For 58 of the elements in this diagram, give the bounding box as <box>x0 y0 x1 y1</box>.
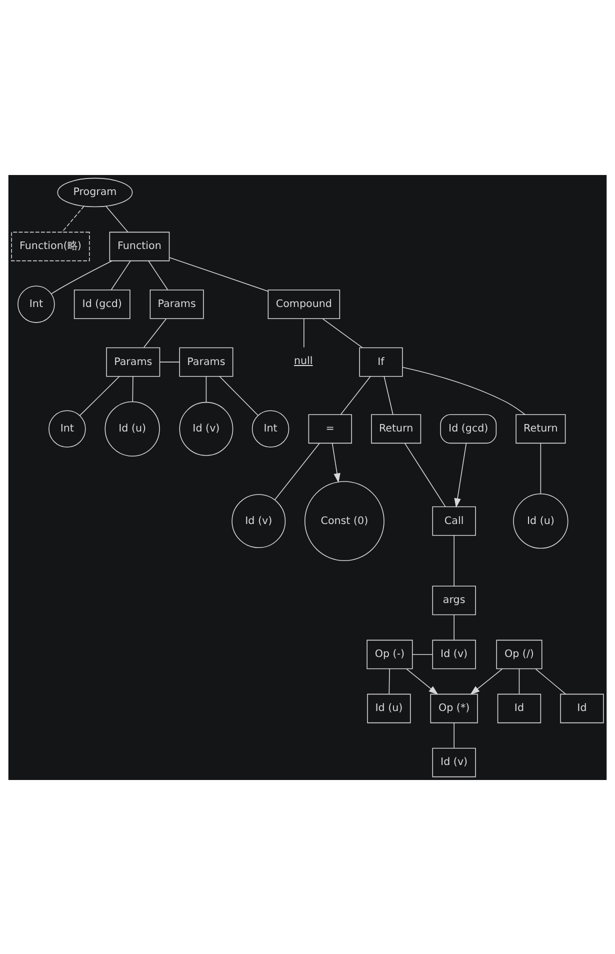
node-box: Compound <box>268 289 340 318</box>
connector <box>388 668 390 694</box>
node-box: Id (v) <box>432 747 476 777</box>
connector <box>110 260 131 290</box>
arrow <box>470 668 503 694</box>
connector <box>540 442 542 494</box>
connector <box>402 366 526 414</box>
node-circle: Id (v) <box>179 401 234 456</box>
node-box: Op (/) <box>496 639 542 669</box>
node-circle: Int <box>252 410 290 448</box>
connector <box>274 442 320 500</box>
node-ellipse: Program <box>57 177 133 207</box>
node-box: Params <box>179 346 234 376</box>
node-box: = <box>308 414 352 444</box>
node-box: Id (gcd) <box>440 414 497 444</box>
node-box: If <box>359 346 403 376</box>
connector <box>79 376 120 416</box>
node-box: args <box>432 585 476 615</box>
node-box: Return <box>516 414 566 444</box>
node-box: Id (u) <box>367 693 411 723</box>
connector <box>518 668 520 694</box>
node-circle: Id (u) <box>513 493 568 548</box>
node-box: Id <box>560 693 604 723</box>
node-circle: Int <box>18 285 55 322</box>
node-box: Function <box>109 231 170 261</box>
connector <box>106 205 128 232</box>
connector <box>132 376 134 402</box>
connector <box>219 376 259 416</box>
node-box: Function(略) <box>11 231 90 261</box>
connector <box>340 376 371 414</box>
node-circle: Const (0) <box>304 480 384 561</box>
node-circle: Int <box>48 410 86 448</box>
arrow <box>332 442 340 482</box>
connector <box>206 376 207 402</box>
connector <box>169 256 268 292</box>
node-box: Op (*) <box>430 693 478 723</box>
node-box: Id <box>497 693 542 723</box>
node-box: Id (gcd) <box>74 289 130 318</box>
arrow <box>406 668 438 694</box>
connector <box>404 442 446 507</box>
connector <box>50 260 112 294</box>
node-circle: Id (u) <box>104 400 160 456</box>
connector <box>148 260 168 290</box>
node-box: Return <box>371 414 422 444</box>
connector <box>160 361 180 362</box>
node-circle: Id (v) <box>232 494 286 548</box>
connector <box>384 376 394 414</box>
node-box: Id (v) <box>432 639 476 669</box>
arrow <box>454 442 467 508</box>
node-box: Call <box>432 506 476 536</box>
connector <box>62 205 84 232</box>
connector <box>322 318 363 348</box>
node-box: Op (-) <box>366 639 413 669</box>
node-text: null <box>294 354 313 366</box>
connector <box>535 668 566 694</box>
node-box: Params <box>106 346 160 376</box>
node-box: Params <box>150 289 204 318</box>
connector <box>144 318 167 348</box>
